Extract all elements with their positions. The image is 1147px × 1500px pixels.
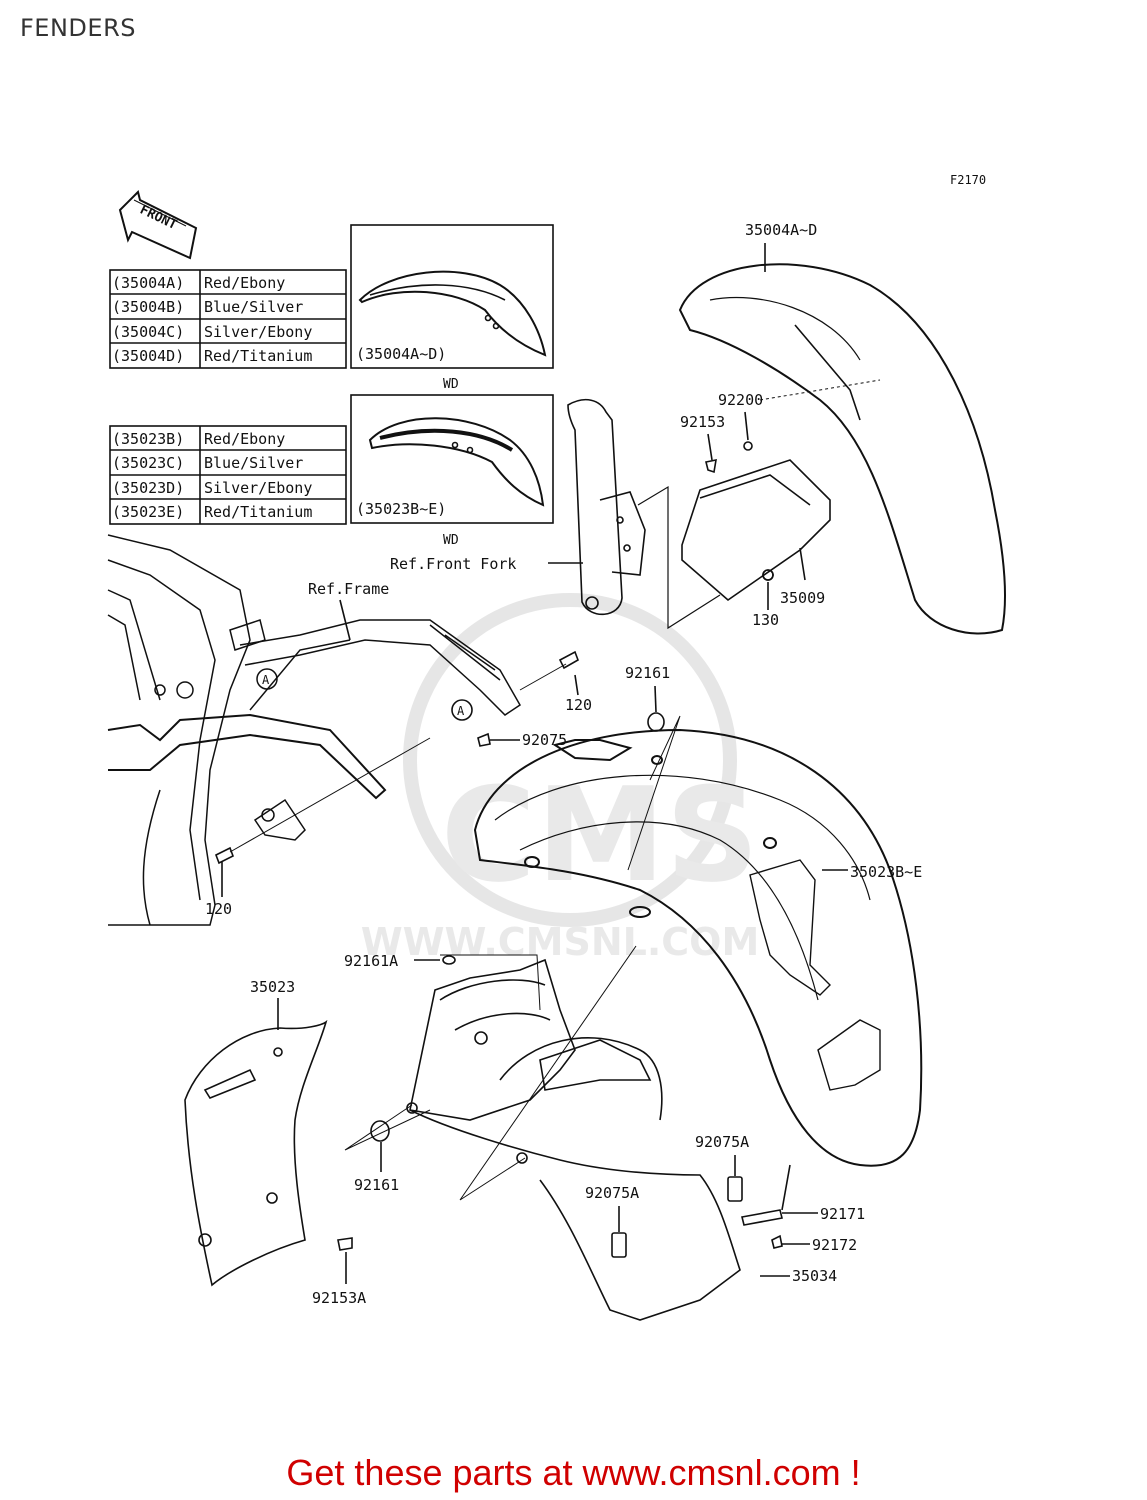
- table-b-code: (35023E): [112, 503, 184, 521]
- screw-icon: [771, 1234, 783, 1249]
- bolt-icon: [705, 458, 717, 474]
- color-table-b: [109, 425, 347, 525]
- spacer-icon: [727, 1176, 743, 1202]
- figure-code: F2170: [950, 173, 986, 187]
- part-92161: 92161: [354, 1176, 399, 1194]
- mud-guard: [184, 1019, 328, 1287]
- part-120: 120: [565, 696, 592, 714]
- ref-frame-label: Ref.Frame: [308, 580, 389, 598]
- inset-fender-a: [350, 224, 554, 369]
- part-35009: 35009: [780, 589, 825, 607]
- part-92153A: 92153A: [312, 1289, 366, 1307]
- table-a-color: Red/Ebony: [204, 274, 285, 292]
- part-92161A: 92161A: [344, 952, 398, 970]
- wd-label: WD: [443, 377, 459, 392]
- part-92200: 92200: [718, 391, 763, 409]
- table-a-code: (35004D): [112, 347, 184, 365]
- nut-icon: [477, 732, 491, 747]
- color-table-a: [109, 269, 347, 369]
- watermark-url: WWW.CMSNL.COM: [361, 920, 760, 964]
- part-35023BE: 35023B~E: [850, 863, 922, 881]
- part-35034: 35034: [792, 1267, 837, 1285]
- table-a-color: Blue/Silver: [204, 298, 303, 316]
- marker-a: A: [457, 704, 465, 718]
- bolt-icon: [214, 846, 235, 865]
- front-fender-upper: [678, 263, 1007, 635]
- table-b-color: Silver/Ebony: [204, 479, 312, 497]
- marker-a-icon: [451, 699, 473, 721]
- grommet-icon: [370, 1120, 390, 1142]
- table-b-color: Red/Titanium: [204, 503, 312, 521]
- table-b-color: Blue/Silver: [204, 454, 303, 472]
- grommet-icon: [647, 712, 665, 732]
- part-35004: 35004A~D: [745, 221, 817, 239]
- frame: [107, 534, 521, 926]
- part-92172: 92172: [812, 1236, 857, 1254]
- part-92075A: 92075A: [695, 1133, 749, 1151]
- part-130: 130: [752, 611, 779, 629]
- bolt-icon: [337, 1237, 353, 1251]
- watermark-brand: CMS: [441, 759, 759, 911]
- front-fork: [567, 398, 721, 630]
- inset-a-label: (35004A~D): [356, 345, 446, 363]
- front-arrow-icon: FRONT: [118, 190, 198, 260]
- ref-front-fork-label: Ref.Front Fork: [390, 555, 516, 573]
- marker-a: A: [262, 673, 270, 687]
- watermark: CMS WWW.CMSNL.COM: [361, 593, 760, 964]
- marker-a-icon: [256, 668, 278, 690]
- clip-icon: [741, 1209, 783, 1226]
- table-a-color: Red/Titanium: [204, 347, 312, 365]
- front-label: FRONT: [137, 202, 179, 233]
- table-a-code: (35004C): [112, 323, 184, 341]
- part-92153: 92153: [680, 413, 725, 431]
- inset-fender-b: [350, 394, 554, 524]
- inset-b-label: (35023B~E): [356, 500, 446, 518]
- page-title: FENDERS: [20, 14, 136, 42]
- table-a-code: (35004B): [112, 298, 184, 316]
- inner-fender: [406, 958, 743, 1321]
- washer-icon: [743, 441, 753, 451]
- spacer-icon: [611, 1232, 627, 1258]
- table-b-code: (35023D): [112, 479, 184, 497]
- table-b-code: (35023C): [112, 454, 184, 472]
- table-b-color: Red/Ebony: [204, 430, 285, 448]
- table-a-code: (35004A): [112, 274, 184, 292]
- part-92075A: 92075A: [585, 1184, 639, 1202]
- part-92171: 92171: [820, 1205, 865, 1223]
- part-120: 120: [205, 900, 232, 918]
- part-92075: 92075: [522, 731, 567, 749]
- table-b-code: (35023B): [112, 430, 184, 448]
- front-fender-main: [473, 728, 923, 1167]
- part-35023: 35023: [250, 978, 295, 996]
- grommet-icon: [442, 955, 456, 965]
- footer-link[interactable]: Get these parts at www.cmsnl.com !: [286, 1452, 861, 1493]
- table-a-color: Silver/Ebony: [204, 323, 312, 341]
- wd-label: WD: [443, 533, 459, 548]
- part-92161: 92161: [625, 664, 670, 682]
